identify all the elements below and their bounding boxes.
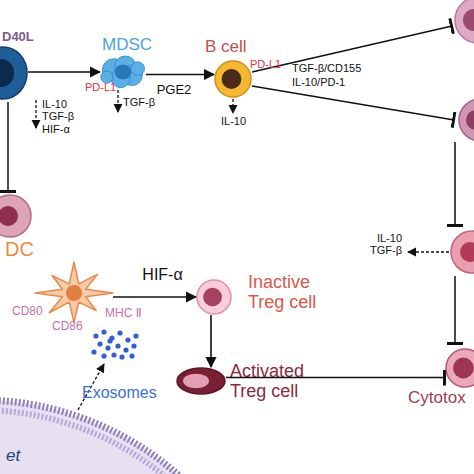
cell-nucleus [0,59,14,87]
node-shape [90,328,140,360]
inhibition-line [7,102,9,192]
exosome-dot [125,337,130,342]
target-cell [451,231,474,273]
membrane-inner-layer [0,410,270,474]
connector-arrow [146,74,214,76]
cell-nucleus [115,65,132,80]
cell-nucleus [463,9,474,31]
node-shape [214,60,252,98]
node-title: B cell [205,37,247,56]
annotation-label: et [6,446,20,465]
exosome-dot [133,333,138,338]
cell-nucleus [183,374,209,389]
node-marker-label: PD-L1 [85,81,116,93]
b-cell: B cellPD-L1 [214,60,252,98]
cell-body [446,349,474,387]
exosome-dot [115,343,120,348]
cytotoxic-cell: Cytotox [445,348,474,388]
node-shape [196,279,232,315]
exosome-dot [131,343,136,348]
exosome-dot [91,349,96,354]
node-title: Inactive Treg cell [248,272,340,312]
cell-nucleus [66,285,82,301]
secretion-arrow [117,90,118,112]
cell-nucleus [222,69,242,89]
exosome-dot [101,329,106,334]
exosome-dot [93,333,98,338]
edge-label: PGE2 [157,83,192,98]
exosome-dot [107,338,112,343]
cell-body [0,47,27,99]
cell-body [455,0,474,43]
secretion-arrow [35,100,36,128]
target-cell [459,99,474,141]
inactive-treg-cell: Inactive Treg cell [196,279,232,315]
node-title: Activated Treg cell [230,361,322,401]
mdsc-cell: MDSCPD-L1 [100,55,146,89]
annotation-label: TGF-β [123,96,155,108]
activated-treg-cell: Activated Treg cell [176,367,226,395]
inhibition-line [252,86,454,120]
exosome-dot [123,347,128,352]
cell-nucleus [0,206,18,226]
inhibition-line [454,276,456,344]
exosome-dot [101,353,106,358]
cd40l-cell: D40L [0,46,28,100]
node-shape [0,46,28,100]
node-marker-label: CD80 [12,305,43,318]
target-cell [0,195,31,237]
connector-arrow [226,377,445,379]
annotation-label: IL-10 TGF-β HIF-α [42,98,84,135]
exosome-dot [97,341,102,346]
cell-body [451,231,474,273]
node-title: Exosomes [82,384,157,402]
exosome-dot [117,330,122,335]
node-shape [35,262,113,324]
cell-lobe [131,62,145,76]
target-cell [455,0,474,43]
annotation-label: IL-10 TGF-β [362,232,402,257]
cell-body [459,99,474,141]
cell-body [0,195,31,237]
membrane-fill [0,400,280,474]
node-title: MDSC [102,35,152,54]
annotation-label: IL-10/PD-1 [292,76,345,88]
exosome-dot [111,352,116,357]
node-marker-label: CD86 [52,320,83,333]
exosome-dot [129,353,134,358]
exosome-dot [105,345,110,350]
exosome-cluster: Exosomes [90,328,140,360]
node-marker-label: PD-L1 [250,58,281,70]
cell-membrane [0,400,280,474]
cell-nucleus [453,358,474,379]
secretion-arrow [408,251,449,252]
cell-nucleus [460,242,474,262]
node-marker-label: MHC Ⅱ [105,307,142,320]
node-shape [176,367,226,395]
annotation-label: IL-10 [221,115,246,127]
cell-nucleus [466,110,474,130]
inhibition-line [454,142,456,226]
node-shape [445,348,474,388]
dendritic-cell: DCCD80CD86MHC Ⅱ [35,262,113,324]
cell-body [215,61,251,97]
connector-arrow [113,296,196,298]
connector-arrow [210,315,212,367]
annotation-label: TGF-β/CD155 [292,62,361,74]
exosome-dot [119,354,124,359]
cell-body [177,368,225,394]
cell-nucleus [203,288,222,307]
membrane-outer-layer [0,400,280,474]
dendrite-body [35,262,113,322]
node-title: D40L [2,30,34,45]
node-title: Cytotox [408,388,466,407]
node-title: DC [5,238,34,260]
cell-body [197,280,231,314]
secretion-arrow [232,99,233,113]
edge-label: HIF-α [142,266,182,284]
connector-arrow [28,71,100,73]
